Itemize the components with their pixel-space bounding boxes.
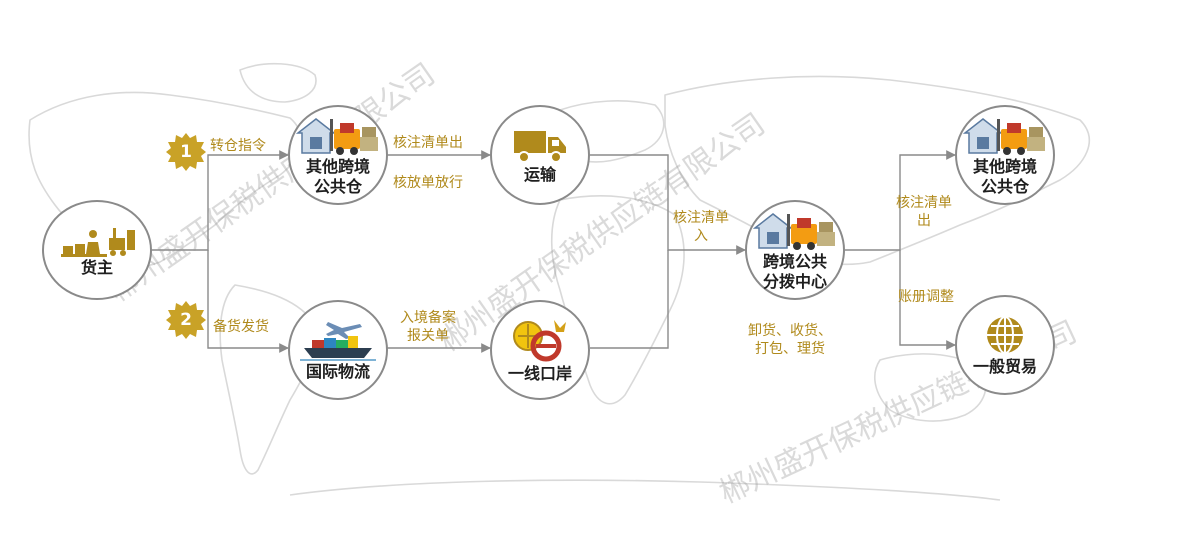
node-other-warehouse-right-label-1: 其他跨境 <box>972 157 1037 176</box>
edge-hub-branch-down <box>899 250 956 350</box>
node-transport: 运输 <box>490 105 590 205</box>
node-intl-logistics-label: 国际物流 <box>305 362 370 381</box>
label-verify-in-line2: 入 <box>694 228 708 244</box>
node-port: 一线口岸 <box>490 300 590 400</box>
label-stock-shipping: 备货发货 <box>213 319 269 335</box>
node-intl-logistics: 国际物流 <box>288 300 388 400</box>
warehouse-forklift-icon <box>963 118 1045 155</box>
edge-transport-to-hub <box>590 154 746 255</box>
node-general-trade: 一般贸易 <box>955 295 1055 395</box>
node-hub-label-2: 分拨中心 <box>762 272 827 291</box>
node-other-warehouse-top: 其他跨境 公共仓 <box>288 105 388 205</box>
node-other-warehouse-top-label-1: 其他跨境 <box>305 157 370 176</box>
map-greenland <box>239 62 317 103</box>
label-hub-operations: 卸货、收货、 打包、理货 <box>748 322 832 358</box>
node-owner: 货主 <box>42 200 152 300</box>
node-transport-label: 运输 <box>523 165 556 184</box>
label-verify-release: 核放单放行 <box>393 175 463 191</box>
label-verify-out-2-line1: 核注清单 <box>896 195 952 211</box>
gold-seal-icon <box>166 133 206 171</box>
step-2-number: 2 <box>180 310 192 330</box>
step-1-number: 1 <box>180 142 192 162</box>
gold-seal-icon <box>166 301 206 339</box>
step-1-badge: 1 <box>166 132 206 172</box>
globe-icon <box>987 316 1023 354</box>
warehouse-forklift-icon <box>753 213 835 250</box>
edge-owner-branch-down <box>207 250 289 353</box>
label-entry-filing: 入境备案 报关单 <box>400 309 456 345</box>
node-owner-label: 货主 <box>80 258 113 277</box>
map-australia <box>874 353 987 422</box>
label-entry-filing-line1: 入境备案 <box>400 310 456 326</box>
label-verify-out-2-line2: 出 <box>917 213 931 229</box>
label-ledger-adjust: 账册调整 <box>898 289 954 305</box>
label-hub-operations-line2: 打包、理货 <box>755 341 825 357</box>
edge-port-to-hub <box>590 250 669 349</box>
label-verify-in-line1: 核注清单 <box>673 210 729 226</box>
node-other-warehouse-right: 其他跨境 公共仓 <box>955 105 1055 205</box>
node-other-warehouse-right-label-2: 公共仓 <box>980 177 1029 196</box>
truck-icon <box>514 131 566 163</box>
step-2-badge: 2 <box>166 300 206 340</box>
customs-e-logo-icon <box>513 320 566 362</box>
map-asia <box>664 75 1091 266</box>
warehouse-forklift-icon <box>296 118 378 155</box>
label-transfer-order: 转仓指令 <box>210 138 266 154</box>
node-other-warehouse-top-label-2: 公共仓 <box>313 177 362 196</box>
label-entry-filing-line2: 报关单 <box>407 328 449 344</box>
node-general-trade-label: 一般贸易 <box>972 357 1037 376</box>
map-antarctica <box>289 479 1001 501</box>
edge-owner-branch <box>150 150 289 251</box>
cargo-ship-plane-icon <box>300 322 376 361</box>
label-verify-in: 核注清单 入 <box>673 209 729 245</box>
node-port-label: 一线口岸 <box>507 364 572 383</box>
edge-hub-branch <box>845 150 956 251</box>
owner-warehouse-icon <box>61 228 135 257</box>
label-verify-out-2: 核注清单 出 <box>896 194 952 230</box>
label-verify-out: 核注清单出 <box>393 135 463 151</box>
node-hub: 跨境公共 分拨中心 <box>745 200 845 300</box>
node-hub-label-1: 跨境公共 <box>762 252 827 271</box>
label-hub-operations-line1: 卸货、收货、 <box>748 323 832 339</box>
